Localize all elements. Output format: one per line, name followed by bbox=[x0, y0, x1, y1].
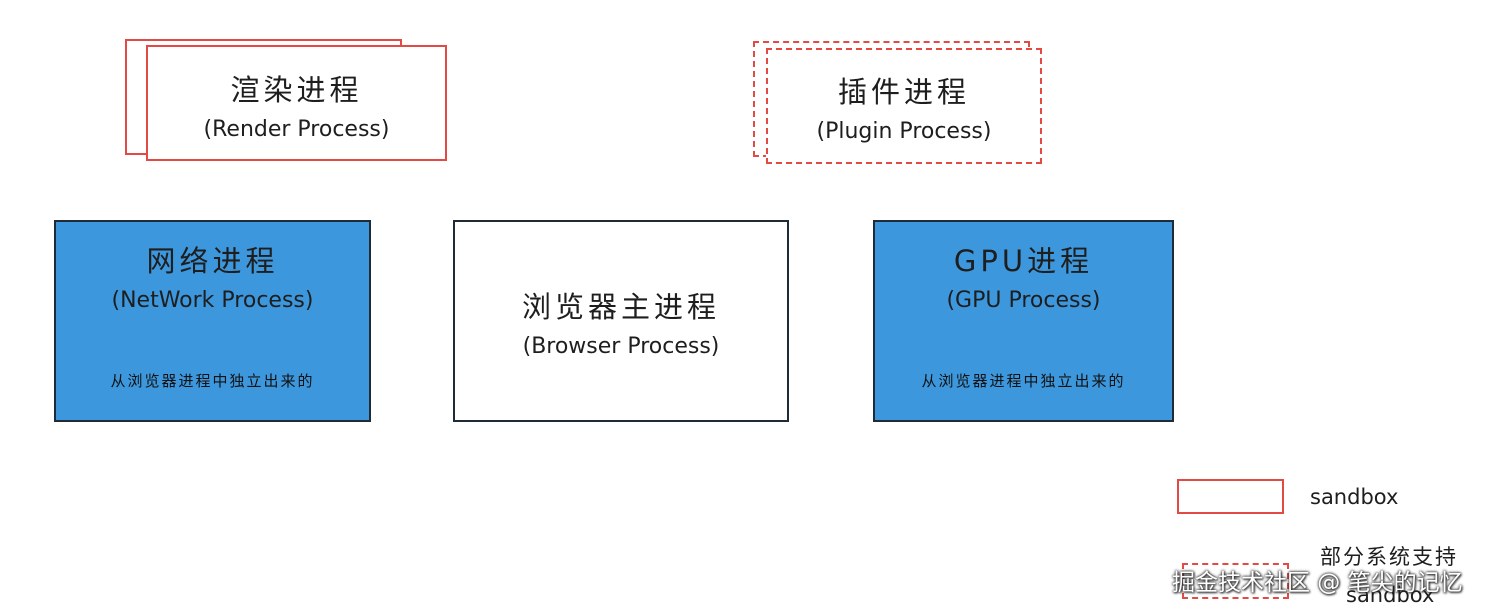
browser-process-subtitle: (Browser Process) bbox=[522, 333, 720, 359]
render-process-subtitle: (Render Process) bbox=[203, 116, 390, 142]
legend-partial-sandbox-label-line1: 部分系统支持 bbox=[1320, 545, 1458, 569]
network-process-box: 网络进程 (NetWork Process) 从浏览器进程中独立出来的 bbox=[54, 220, 371, 422]
plugin-process-title: 插件进程 bbox=[837, 74, 970, 109]
browser-process-box: 浏览器主进程 (Browser Process) bbox=[453, 220, 789, 422]
render-process-box: 渲染进程 (Render Process) bbox=[146, 45, 447, 161]
gpu-process-box: GPU进程 (GPU Process) 从浏览器进程中独立出来的 bbox=[873, 220, 1174, 422]
gpu-process-title: GPU进程 bbox=[953, 244, 1094, 278]
gpu-process-subtitle: (GPU Process) bbox=[946, 288, 1101, 313]
browser-process-title: 浏览器主进程 bbox=[521, 289, 720, 324]
watermark: 掘金技术社区 @ 笔尖的记忆 bbox=[1172, 570, 1463, 596]
render-process-title: 渲染进程 bbox=[230, 72, 363, 107]
legend-sandbox-label: sandbox bbox=[1310, 485, 1399, 509]
legend-sandbox-swatch bbox=[1177, 479, 1284, 514]
network-process-note: 从浏览器进程中独立出来的 bbox=[110, 372, 315, 390]
legend-partial-sandbox-label-line2: sandbox bbox=[1346, 583, 1435, 607]
legend-partial-sandbox-swatch bbox=[1182, 563, 1289, 599]
plugin-process-box: 插件进程 (Plugin Process) bbox=[766, 48, 1042, 164]
network-process-title: 网络进程 bbox=[146, 244, 279, 278]
gpu-process-note: 从浏览器进程中独立出来的 bbox=[921, 372, 1126, 390]
plugin-process-subtitle: (Plugin Process) bbox=[816, 118, 992, 144]
network-process-subtitle: (NetWork Process) bbox=[111, 288, 314, 313]
